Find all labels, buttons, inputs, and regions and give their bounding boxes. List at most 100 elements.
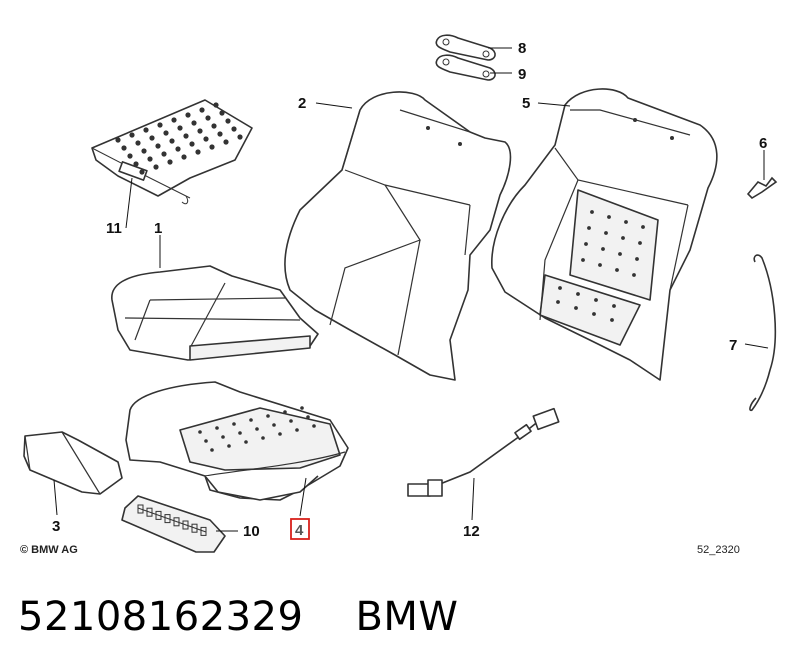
part-number: 52108162329 [18, 594, 304, 640]
pattern-dot [143, 127, 149, 133]
pattern-dot [127, 153, 133, 159]
pattern-dot [615, 268, 619, 272]
callout-8: 8 [518, 40, 526, 57]
pattern-dot [223, 139, 229, 145]
pattern-dot [295, 428, 299, 432]
part-12-cable [407, 407, 560, 497]
callout-12: 12 [463, 523, 480, 540]
pattern-dot [167, 159, 173, 165]
pattern-dot [300, 406, 304, 410]
pattern-dot [135, 140, 141, 146]
pattern-dot [149, 135, 155, 141]
callout-11: 11 [106, 220, 122, 237]
pattern-dot [197, 128, 203, 134]
pattern-dot [210, 448, 214, 452]
pattern-dot [581, 258, 585, 262]
pattern-dot [219, 110, 225, 116]
pattern-dot [610, 318, 614, 322]
pattern-dot [215, 426, 219, 430]
pattern-dot [163, 130, 169, 136]
pattern-dot [153, 164, 159, 170]
pattern-dot [238, 431, 242, 435]
pattern-dot [181, 154, 187, 160]
pattern-dot [638, 241, 642, 245]
part-5-backrest-pad [491, 88, 718, 381]
footer: 52108162329 BMW [18, 582, 458, 652]
pattern-dot [249, 418, 253, 422]
callout-6: 6 [759, 135, 767, 152]
plate-slot [146, 507, 153, 517]
brand-name: BMW [355, 594, 459, 640]
pattern-dot [272, 423, 276, 427]
pattern-dot [624, 220, 628, 224]
part-6-clip [746, 176, 778, 200]
callout-1: 1 [154, 220, 162, 237]
plate-slot [200, 526, 207, 536]
plate-slot [182, 520, 189, 530]
leader-lines [53, 47, 769, 532]
pattern-dot [225, 118, 231, 124]
pattern-dot [195, 149, 201, 155]
pattern-dot [177, 125, 183, 131]
plate-slot [137, 504, 144, 514]
pattern-dot [231, 126, 237, 132]
plate-slot [173, 517, 180, 527]
plate-slot [164, 514, 171, 524]
pattern-dot [594, 298, 598, 302]
pattern-dot [576, 292, 580, 296]
pattern-dot [237, 134, 243, 140]
pattern-dot [261, 436, 265, 440]
pattern-dot [133, 161, 139, 167]
part-7-spring-wire [749, 254, 777, 412]
pattern-dot [217, 131, 223, 137]
pattern-dot [185, 112, 191, 118]
pattern-dot [584, 242, 588, 246]
callout-4: 4 [295, 522, 304, 539]
pattern-dot [209, 144, 215, 150]
callout-9: 9 [518, 66, 526, 83]
pattern-dot [312, 424, 316, 428]
copyright-notice: © BMW AG [20, 544, 78, 556]
pattern-dot [232, 422, 236, 426]
pattern-dot [169, 138, 175, 144]
part-3-front-panel [23, 431, 123, 495]
pattern-dot [632, 273, 636, 277]
pattern-dot [621, 236, 625, 240]
pattern-dot [592, 312, 596, 316]
pattern-dot [598, 263, 602, 267]
parts-diagram: 11 1 2 3 4 5 6 7 8 9 10 12 © BMW AG 52_2… [20, 34, 778, 556]
pattern-dot [198, 430, 202, 434]
pattern-dot [175, 146, 181, 152]
pattern-dot [283, 410, 287, 414]
part-8-plate [435, 34, 496, 61]
part-2-backrest-cover [284, 91, 512, 381]
callout-labels: 11 1 2 3 4 5 6 7 8 9 10 12 [52, 40, 767, 540]
pattern-dot [129, 132, 135, 138]
pattern-dot [587, 226, 591, 230]
pattern-dot [590, 210, 594, 214]
plate-slot [155, 510, 162, 520]
pattern-dot [115, 137, 121, 143]
pattern-dot [618, 252, 622, 256]
pattern-dot [171, 117, 177, 123]
pattern-dot [604, 231, 608, 235]
pattern-dot [139, 169, 145, 175]
plate-slot [191, 523, 198, 533]
pattern-dot [574, 306, 578, 310]
pattern-dot [635, 257, 639, 261]
pattern-dot [601, 247, 605, 251]
pattern-dot [203, 136, 209, 142]
pattern-dot [612, 304, 616, 308]
part-1-cushion-cover [111, 265, 319, 361]
pattern-dot [306, 415, 310, 419]
pattern-dot [556, 300, 560, 304]
pattern-dot [278, 432, 282, 436]
pattern-dot [199, 107, 205, 113]
pattern-dot [141, 148, 147, 154]
part-11-heating-mat [91, 99, 253, 205]
pattern-dot [205, 115, 211, 121]
pattern-dot [161, 151, 167, 157]
pattern-dot [213, 102, 219, 108]
figure-code: 52_2320 [697, 544, 740, 556]
callout-7: 7 [729, 337, 737, 354]
